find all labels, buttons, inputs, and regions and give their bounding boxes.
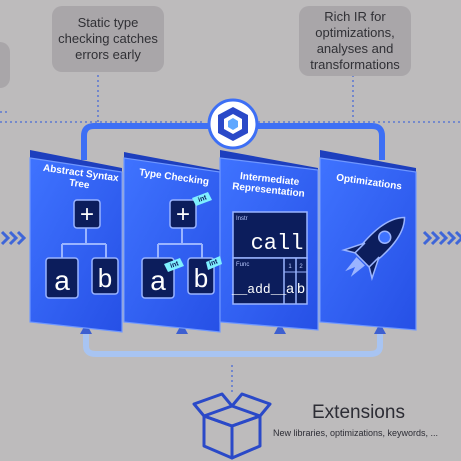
callout-partial-left (0, 42, 10, 88)
callout-type-checking: Static type checking catches errors earl… (52, 6, 164, 72)
box-icon (192, 392, 272, 460)
dotted-connectors (0, 75, 461, 392)
extensions-subtitle: New libraries, optimizations, keywords, … (273, 428, 439, 438)
ast-tree: + a b (45, 199, 119, 299)
type-tag-left: int (169, 260, 180, 270)
bottom-loop (83, 334, 383, 357)
ir-arg-2: b (297, 280, 305, 296)
ir-instr: call (251, 231, 304, 256)
ir-func-label: Func (236, 262, 249, 268)
ir-panel: Instr call Func __add__ 1 2 a b (231, 211, 308, 305)
flow-arrows (0, 230, 461, 246)
ir-index-2: 2 (299, 264, 303, 270)
type-tag-op: int (197, 194, 208, 204)
ir-func: __add__ (231, 282, 287, 297)
ast-left: a (54, 265, 70, 296)
bottom-arrows (80, 323, 386, 334)
typecheck-tree: + a b int int int (141, 192, 222, 299)
ast-right: b (98, 263, 112, 293)
stage-card-opt (319, 150, 417, 331)
tc-op: + (176, 201, 190, 228)
ir-index-1: 1 (288, 264, 292, 270)
type-tag-right: int (208, 258, 219, 268)
logo-icon (207, 98, 259, 150)
extensions-title: Extensions (312, 402, 405, 423)
tc-right: b (194, 263, 208, 293)
ir-instr-label: Instr (236, 216, 248, 222)
rocket-icon (341, 216, 406, 281)
ast-op: + (80, 201, 94, 228)
callout-rich-ir: Rich IR for optimizations, analyses and … (299, 6, 411, 76)
tc-left: a (150, 265, 166, 296)
ir-arg-1: a (286, 280, 294, 296)
